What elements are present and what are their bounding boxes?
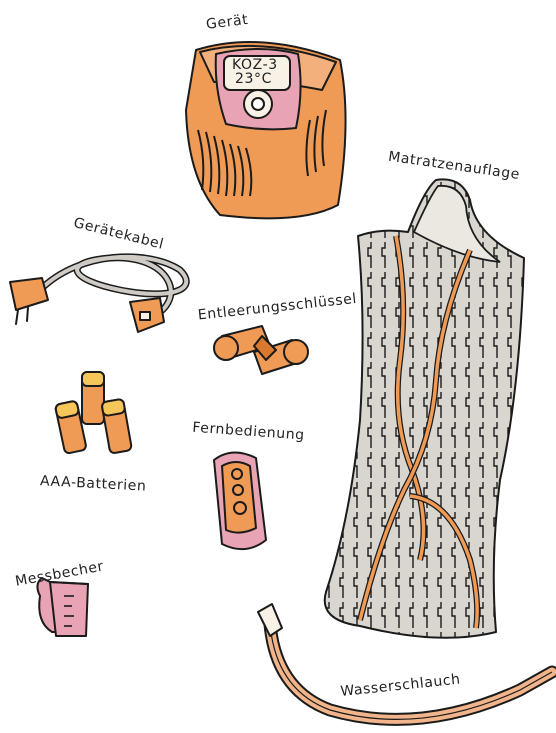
batteries-illustration: [55, 372, 132, 454]
measuring-cup-illustration: [37, 578, 88, 636]
mattress-pad-illustration: [325, 179, 524, 637]
drain-key-illustration: [214, 326, 308, 374]
label-drain-key: Entleerungsschlüssel: [197, 291, 358, 324]
label-water-hose: Wasserschlauch: [340, 671, 462, 700]
remote-illustration: [214, 452, 266, 549]
label-mattress-pad: Matratzenauflage: [387, 149, 521, 183]
label-remote: Fernbedienung: [192, 420, 305, 444]
device-cable-illustration: [10, 257, 186, 332]
label-device-cable: Gerätekabel: [72, 215, 165, 253]
device-display-temperature: 23°C: [235, 71, 272, 87]
label-batteries: AAA-Batterien: [40, 473, 147, 495]
label-device: Gerät: [205, 12, 249, 33]
